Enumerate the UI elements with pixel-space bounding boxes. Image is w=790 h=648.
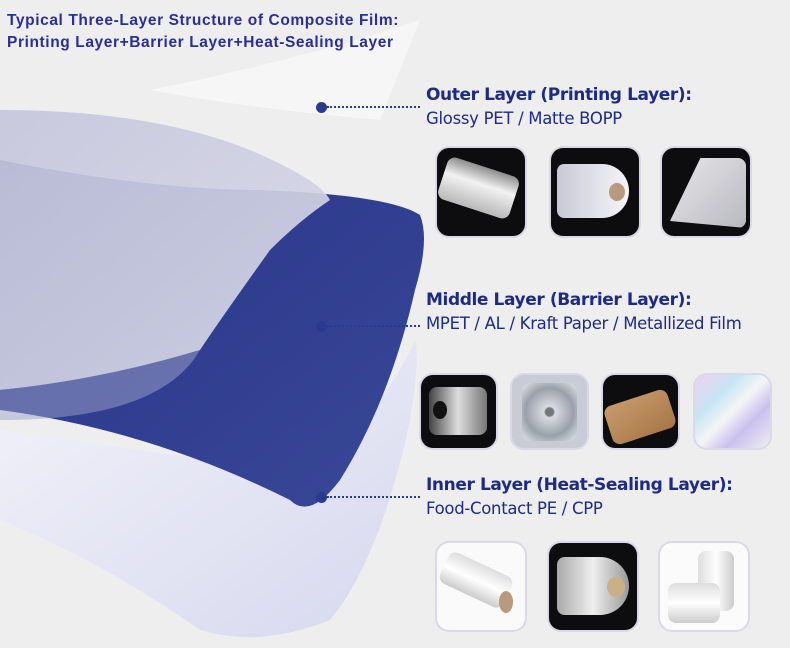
outer-layer-leader (327, 106, 420, 108)
page-title: Typical Three-Layer Structure of Composi… (7, 10, 399, 54)
inner-layer-materials: Food-Contact PE / CPP (426, 499, 603, 518)
photo-aluminum-foil-roll (512, 375, 587, 448)
photo-kraft-paper-roll (603, 375, 678, 448)
photo-mpet-roll (421, 375, 496, 448)
title-line-1: Typical Three-Layer Structure of Composi… (7, 12, 399, 29)
title-line-2: Printing Layer+Barrier Layer+Heat-Sealin… (7, 34, 394, 51)
outer-layer-materials: Glossy PET / Matte BOPP (426, 109, 622, 128)
middle-layer-marker (316, 321, 327, 332)
photo-cpp-film-roll (549, 543, 637, 630)
inner-layer-sheet (0, 340, 417, 638)
photo-clear-film-rolls (660, 543, 748, 630)
middle-layer-materials: MPET / AL / Kraft Paper / Metallized Fil… (426, 314, 742, 333)
outer-layer-sheet (0, 110, 330, 390)
photo-holographic-metallized-film (695, 375, 770, 448)
photo-matte-film-sheet (662, 148, 750, 236)
inner-layer-heading: Inner Layer (Heat-Sealing Layer): (426, 475, 733, 495)
outer-layer-marker (316, 102, 327, 113)
inner-layer-marker (316, 492, 327, 503)
inner-layer-leader (327, 496, 420, 498)
photo-matte-bopp-roll (551, 148, 639, 236)
outer-layer-heading: Outer Layer (Printing Layer): (426, 85, 692, 105)
photo-pe-film-rolls (437, 543, 525, 630)
white-curl (150, 20, 420, 120)
middle-layer-heading: Middle Layer (Barrier Layer): (426, 290, 692, 310)
photo-glossy-pet-roll (437, 148, 525, 236)
middle-layer-leader (327, 325, 420, 327)
